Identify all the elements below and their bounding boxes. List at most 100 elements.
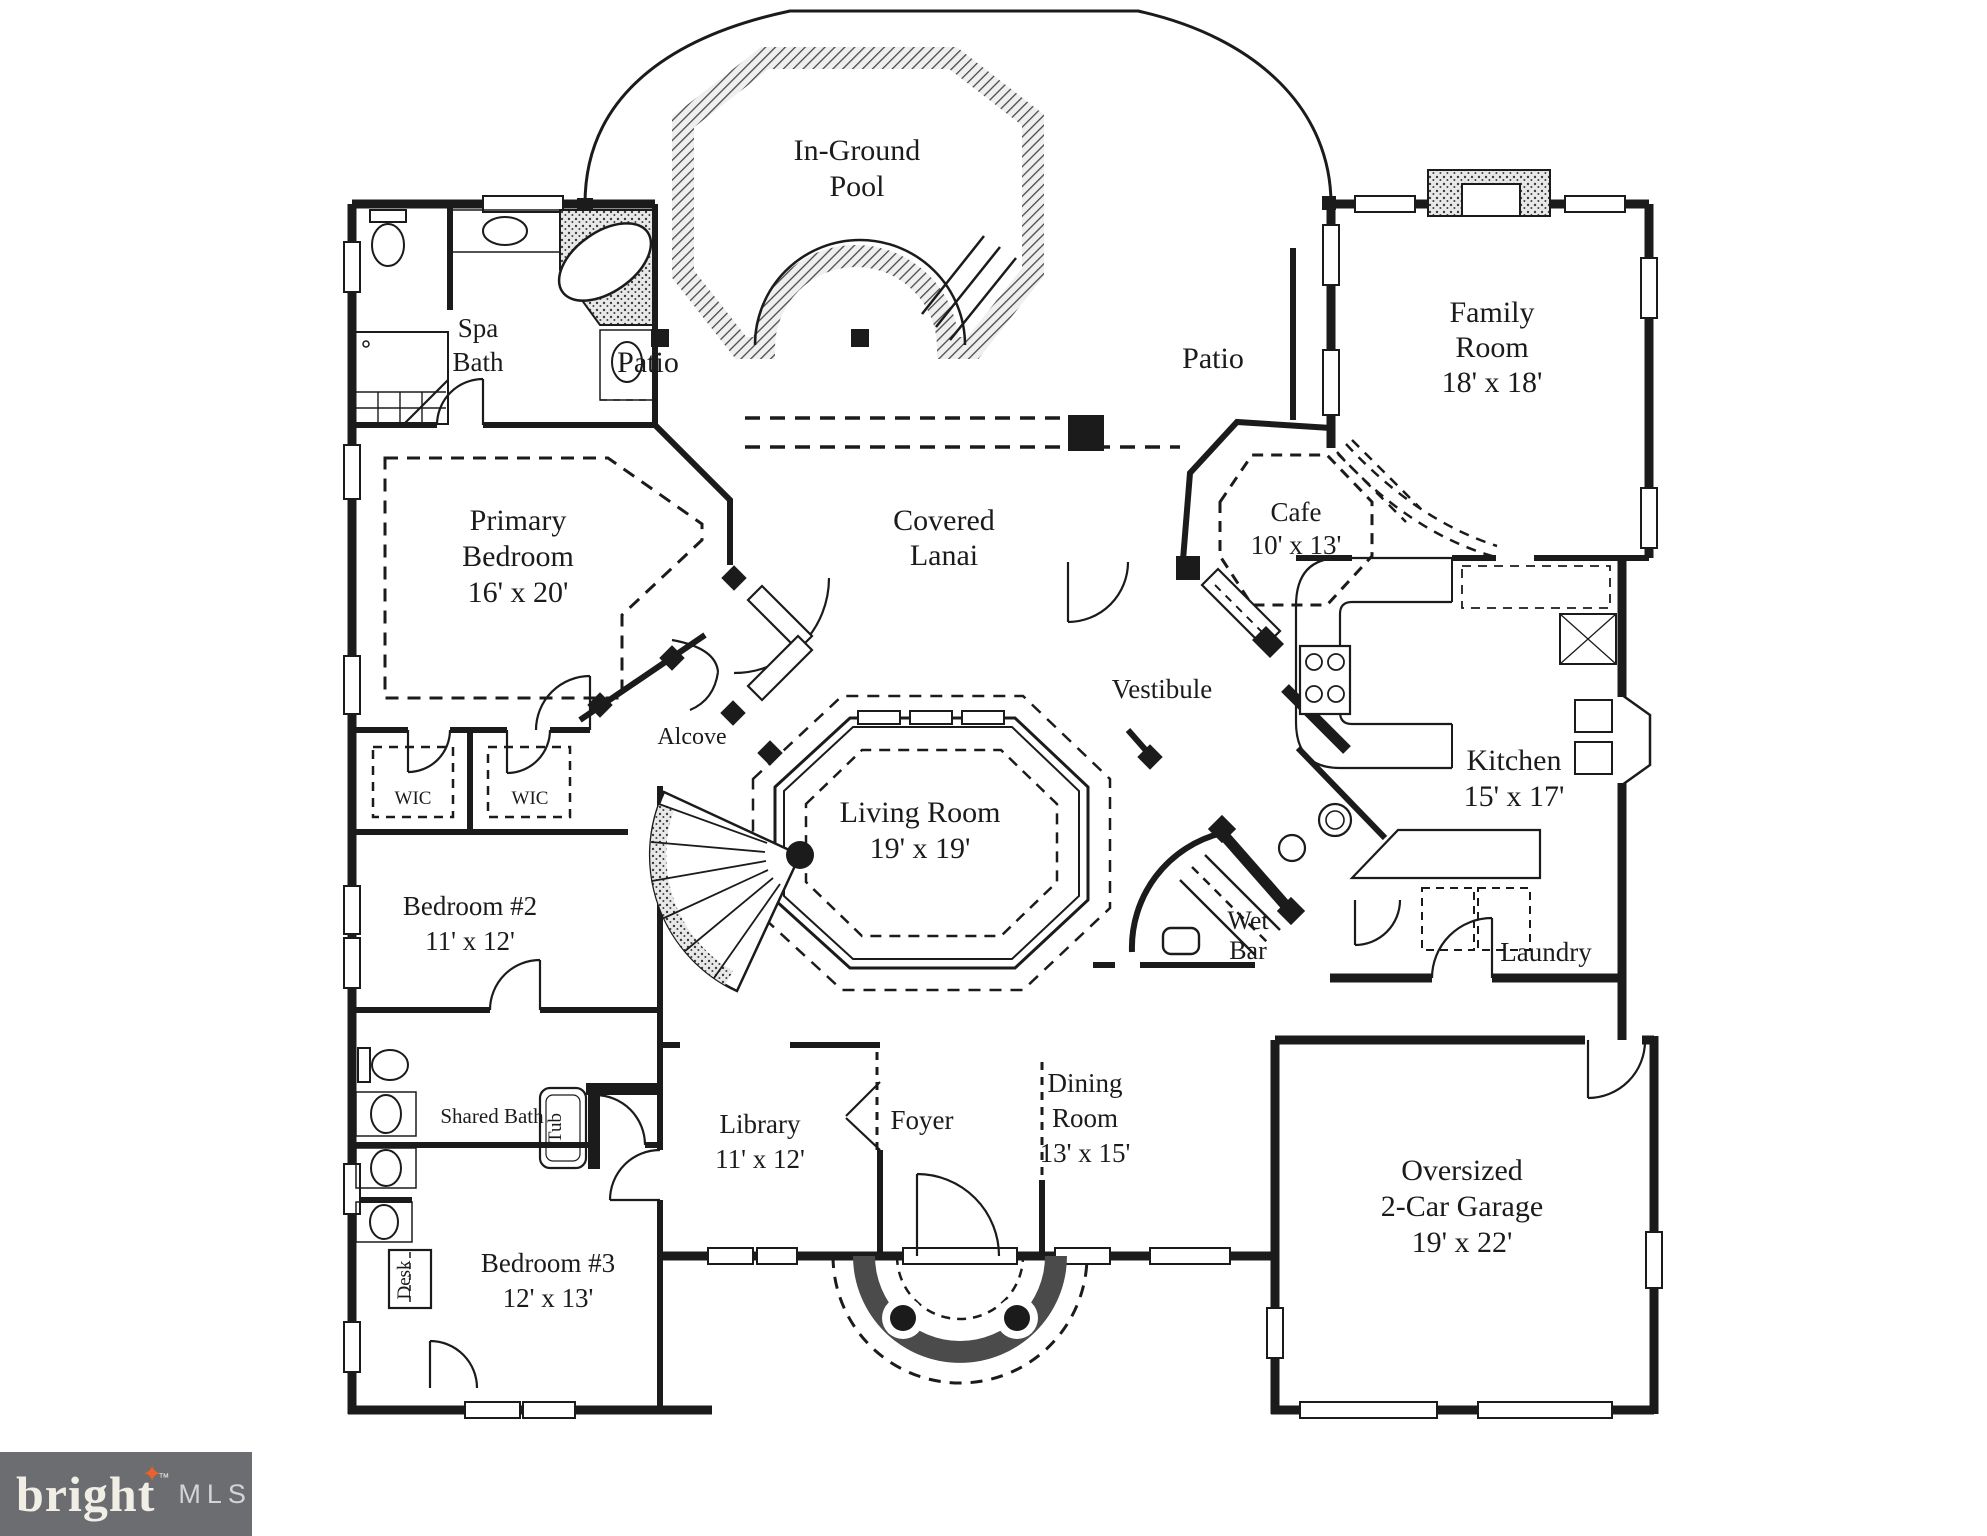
entry-porch (853, 1256, 1067, 1363)
label-covered-lanai: Covered (893, 504, 995, 537)
bath-partition (586, 1083, 660, 1095)
shower-door (403, 379, 449, 425)
svg-text:13' x 15': 13' x 15' (1040, 1138, 1131, 1168)
label-patio-left: Patio (617, 346, 679, 379)
porch-column (890, 1305, 916, 1331)
curved-staircase-icon (648, 790, 814, 993)
dashed-lines (371, 416, 1498, 1385)
upper-cabinets (1461, 565, 1611, 609)
dryer-icon (1477, 887, 1531, 951)
lanai-column (851, 329, 869, 347)
french-door-leaves (746, 567, 1282, 702)
porch-column (1004, 1305, 1030, 1331)
label-patio-right: Patio (1182, 342, 1244, 375)
family-arch-dashes (1336, 443, 1498, 558)
label-library: Library (720, 1109, 801, 1139)
svg-text:19' x 19': 19' x 19' (870, 832, 971, 865)
pool-bench-wall (753, 238, 967, 346)
label-pool: In-Ground (794, 134, 921, 167)
cafe-outline (1218, 453, 1374, 607)
label-wic2: WIC (512, 788, 549, 809)
pool-arch-wall (583, 9, 1333, 205)
washer-icon (1421, 887, 1475, 951)
shared-bath-fixtures (355, 1047, 588, 1310)
label-kitchen: Kitchen (1467, 744, 1562, 777)
svg-text:16' x 20': 16' x 20' (468, 576, 569, 609)
doors (403, 377, 1647, 1389)
label-spa-bath: Spa (458, 313, 499, 343)
svg-text:Lanai: Lanai (910, 539, 978, 572)
pantry-icon (1559, 613, 1617, 665)
powder-toilet-icon (1317, 802, 1353, 838)
sink-icon (611, 341, 643, 383)
pool-area (577, 9, 1336, 359)
svg-text:Room: Room (1455, 331, 1528, 364)
wic2-outline (486, 745, 572, 819)
sink-icon (370, 1149, 402, 1187)
svg-text:11' x 12': 11' x 12' (715, 1144, 805, 1174)
garage-door (1477, 1401, 1613, 1419)
svg-text:11' x 12': 11' x 12' (425, 926, 515, 956)
svg-text:Pool: Pool (829, 170, 884, 203)
kitchen-bay-window (1621, 693, 1652, 787)
logo-brand-text: bright (16, 1466, 156, 1522)
label-living-room: Living Room (840, 796, 1001, 829)
label-vestibule: Vestibule (1112, 674, 1213, 704)
label-bedroom2: Bedroom #2 (403, 891, 537, 921)
thick-partitions (1217, 684, 1351, 911)
library-double-door (845, 1081, 881, 1151)
toilet-icon (369, 209, 407, 267)
svg-text:Room: Room (1052, 1103, 1118, 1133)
label-tub: Tub (545, 1113, 566, 1143)
svg-text:Bedroom: Bedroom (462, 540, 574, 573)
label-primary-bedroom: Primary (470, 504, 567, 537)
front-door-sill (902, 1247, 1018, 1265)
windows (343, 195, 1663, 1419)
svg-text:15' x 17': 15' x 17' (1464, 780, 1565, 813)
brightmls-logo: bright ✦ ™ MLS (0, 1452, 252, 1536)
toilet-icon (357, 1047, 409, 1083)
columns (587, 415, 1306, 926)
sink-icon (369, 1204, 399, 1240)
svg-text:19' x 22': 19' x 22' (1412, 1226, 1513, 1259)
counter (1338, 600, 1452, 726)
primary-door-arcs (671, 638, 720, 712)
label-family-room: Family (1449, 296, 1534, 329)
label-laundry: Laundry (1500, 937, 1592, 967)
door-post (1252, 626, 1284, 658)
svg-text:10' x 13': 10' x 13' (1251, 530, 1342, 560)
counter (1294, 556, 1452, 770)
garage-door (1299, 1401, 1438, 1419)
label-garage: Oversized (1401, 1154, 1523, 1187)
pool-coping (672, 47, 1044, 359)
living-room-floor (751, 694, 1112, 992)
kitchen-fixtures (1294, 556, 1617, 951)
sink-icon (370, 1094, 402, 1134)
label-wet-bar: Wet (1227, 906, 1269, 935)
shower-icon (353, 331, 449, 425)
label-alcove: Alcove (657, 724, 726, 750)
wet-bar-fixtures (1161, 802, 1353, 956)
logo-mls-text: MLS (178, 1478, 252, 1509)
label-cafe: Cafe (1271, 497, 1322, 527)
bathtub-icon (538, 1086, 588, 1170)
svg-text:12' x 13': 12' x 13' (503, 1283, 594, 1313)
sink-icon (482, 216, 528, 246)
powder-sink-icon (1277, 833, 1307, 863)
label-wic1: WIC (395, 788, 432, 809)
svg-text:2-Car Garage: 2-Car Garage (1381, 1190, 1543, 1223)
room-labels: In-Ground Pool Patio Patio Spa Bath Fami… (394, 134, 1592, 1313)
primary-tray-outline (383, 456, 704, 700)
svg-text:Bath: Bath (453, 347, 504, 377)
label-foyer: Foyer (891, 1105, 954, 1135)
cooktop-icon (1298, 644, 1352, 716)
label-desk: Desk (394, 1260, 415, 1300)
wic1-outline (371, 745, 455, 819)
porch-steps (831, 1255, 1089, 1385)
spa-bath-fixtures (353, 209, 656, 425)
label-dining-room: Dining (1047, 1068, 1122, 1098)
svg-text:Bar: Bar (1229, 936, 1267, 965)
corner-spa-tub-icon (557, 209, 654, 326)
